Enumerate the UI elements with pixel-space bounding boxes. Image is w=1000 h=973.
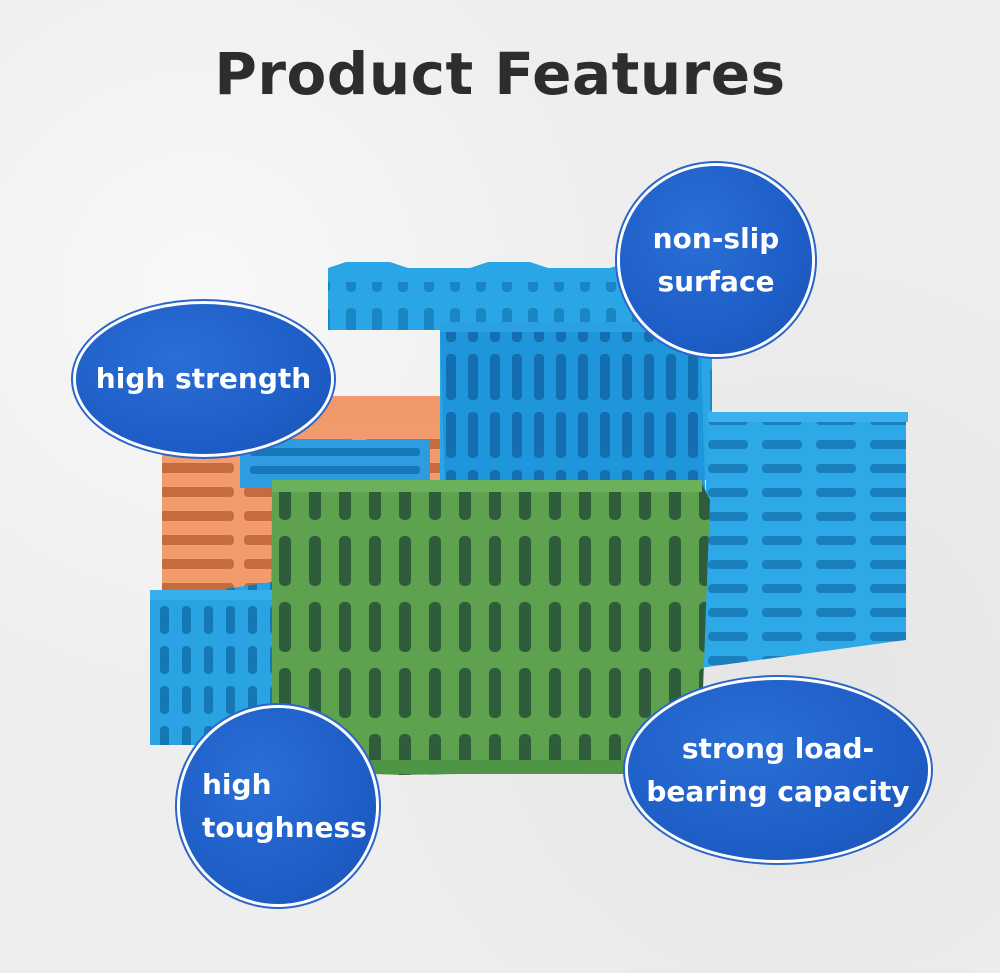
blue-slat-small xyxy=(240,440,430,488)
feature-load-bearing-badge: strong load- bearing capacity xyxy=(628,680,928,860)
feature-toughness-line1: high xyxy=(202,767,272,801)
page-title: Product Features xyxy=(214,40,786,108)
feature-non-slip-badge: non-slip surface xyxy=(620,166,812,354)
feature-load-bearing-line1: strong load- xyxy=(681,731,875,765)
blue-slat-left xyxy=(150,582,272,745)
green-slat xyxy=(270,480,710,775)
feature-non-slip-line1: non-slip xyxy=(652,221,780,255)
blue-slat-right xyxy=(700,412,908,668)
feature-toughness-line2: toughness xyxy=(202,811,367,844)
feature-high-toughness-badge: high toughness xyxy=(180,708,376,904)
feature-load-bearing-line2: bearing capacity xyxy=(646,775,910,808)
blue-slat-middle xyxy=(440,320,706,524)
feature-high-strength-label: high strength xyxy=(95,362,312,396)
feature-high-strength-badge: high strength xyxy=(76,304,331,454)
feature-non-slip-line2: surface xyxy=(657,265,775,298)
